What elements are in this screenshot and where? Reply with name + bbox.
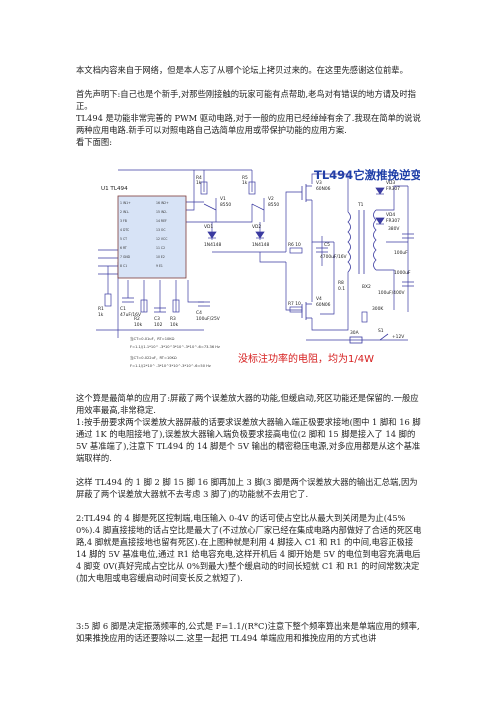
pin-9: 9 E1 [156, 264, 163, 268]
label-380v: 380V [388, 226, 399, 232]
label-fuse: 30A [350, 330, 359, 336]
label-r3: R3 [170, 316, 176, 322]
label-c5-value: 4700uF/16V [320, 254, 347, 260]
label-v2: V2 [268, 196, 274, 202]
formula-line-1: 当CT=0.01uF，RT=10KΩ [130, 336, 175, 341]
label-r8: R8 [338, 280, 344, 286]
point-2-paragraph: 2:TL494 的 4 脚是死区控制端,电压输入 0-4V 的话可使占空比从最大… [76, 513, 422, 583]
label-r6: R6 10 [288, 242, 301, 248]
fuse-switch [349, 333, 389, 344]
label-300k: 300K [372, 306, 383, 312]
mosfet-symbols [301, 184, 312, 320]
chip-label: U1 TL494 [101, 186, 128, 192]
label-c3: C3 [154, 316, 160, 322]
diode-symbols [207, 187, 385, 239]
label-vd3: VD3 [386, 180, 395, 186]
pin-11: 11 C2 [156, 246, 165, 250]
label-r4-value: 1k [196, 180, 202, 186]
pin-16: 16 IN2+ [156, 201, 169, 205]
formula-line-2: F=1.1/(1.1*10^ -3*10^3*10^-3*10^-6=73.36… [130, 345, 220, 349]
label-r1: R1 [98, 306, 104, 312]
label-v4-model: 60N06 [316, 302, 331, 308]
label-c6: 100uF [394, 250, 408, 256]
tl494-schematic: TL494它激推挽逆变 [96, 168, 420, 368]
label-c3-value: 102 [154, 322, 163, 328]
simplest-application-paragraph: 这个算是最简单的应用了:屏蔽了两个误差放大器的功能,但缓启动,死区功能还是保留的… [76, 393, 419, 415]
circuit-figure: TL494它激推挽逆变 [76, 162, 420, 382]
label-v2-model: 8550 [268, 202, 279, 208]
label-r3-value: 10k [170, 322, 179, 328]
label-vd4: VD4 [386, 212, 395, 218]
label-c8: 100uF/400V [378, 290, 405, 296]
label-vd3-model: FR307 [386, 186, 400, 192]
point-1-paragraph: 1:按手册要求两个误差放大器屏蔽的话要求误差放大器输入端正极要求接地(图中 1 … [76, 417, 421, 463]
pin-2: 2 IN1- [120, 210, 129, 214]
label-r2: R2 [134, 316, 140, 322]
pins-paragraph: 这样 TL494 的 1 脚 2 脚 15 脚 16 脚再加上 3 脚(3 脚是… [76, 477, 418, 499]
label-r5-value: 1k [242, 180, 248, 186]
pin-7: 7 GND [120, 255, 131, 259]
tl494-chip: U1 TL494 1 IN1+ 2 IN1- 3 FB 4 DTC 5 CT 6… [101, 186, 187, 279]
pin-15: 15 IN2- [156, 210, 167, 214]
pin-10: 10 E2 [156, 255, 165, 259]
label-r5: R5 [242, 175, 248, 181]
pin-12: 12 VCC [156, 237, 167, 241]
label-c4: C4 [196, 310, 202, 316]
label-v1: V1 [220, 196, 226, 202]
pin-6: 6 RT [120, 246, 127, 250]
label-c1: C1 [120, 306, 126, 312]
label-r1-value: 1k [98, 312, 104, 318]
label-switch: S1 [378, 328, 384, 334]
see-figure-line: 看下面图: [76, 137, 112, 147]
label-bx2: BX2 [362, 284, 371, 290]
pin-13: 13 OC [156, 228, 166, 232]
label-c7: 1000uF [394, 270, 411, 276]
point-3-paragraph: 3:5 脚 6 脚是决定振荡频率的,公式是 F=1.1/(R*C)注意下整个频率… [76, 621, 420, 643]
capacitor-symbols [122, 233, 414, 313]
label-vd2-model: 1N4148 [252, 242, 269, 248]
formula-line-3: 当CT=0.022uF，RT=10KΩ [130, 355, 177, 360]
intro-paragraph: 本文档内容来自于网络，但是本人忘了从哪个论坛上拷贝过来的。在这里先感谢这位前辈。 [76, 65, 408, 75]
label-r2-value: 10k [134, 322, 143, 328]
component-labels: R4 1k R5 1k V1 8550 V2 8550 VD1 1N4148 V… [98, 175, 411, 340]
pin-1: 1 IN1+ [120, 201, 131, 205]
label-r8-value: 0.1 [338, 286, 345, 292]
resistor-symbols [104, 181, 368, 323]
label-c4-value: 100uF/25V [196, 316, 220, 322]
pin-8: 8 C1 [120, 264, 127, 268]
label-c1-value: 47uF/16V [120, 312, 141, 318]
label-t1: T1 [357, 202, 364, 208]
pin-5: 5 CT [120, 237, 127, 241]
disclaimer-paragraph: 首先声明下:自己也是个新手,对那些刚接触的玩家可能有点帮助,老鸟对有错误的地方请… [76, 89, 416, 111]
label-vd1-model: 1N4148 [204, 242, 221, 248]
label-vd2: VD2 [252, 224, 261, 230]
frequency-formulas: 当CT=0.01uF，RT=10KΩ F=1.1/(1.1*10^ -3*10^… [130, 336, 220, 368]
label-c5: C5 [324, 242, 330, 248]
formula-line-4: F=1.1/(2*10^ -3*10^3*10^-3*10^-6=50 Hz [130, 364, 211, 368]
label-r7: R7 10 [288, 301, 301, 307]
label-vd4-model: FR307 [386, 218, 400, 224]
transformer-t1 [347, 209, 377, 274]
label-supply: +12V [392, 334, 404, 340]
label-v3-model: 60N06 [316, 186, 331, 192]
pin-4: 4 DTC [120, 228, 129, 232]
label-v1-model: 8550 [220, 202, 231, 208]
label-v3: V3 [316, 180, 322, 186]
label-vd1: VD1 [204, 224, 213, 230]
tl494-intro-paragraph: TL494 是功能非常完善的 PWM 驱动电路,对于一般的应用已经绰绰有余了.我… [76, 113, 421, 135]
wires [96, 169, 409, 341]
label-v4: V4 [316, 296, 322, 302]
resistor-power-note: 没标注功率的电阻，均为1/4W [238, 352, 374, 365]
pin-3: 3 FB [120, 219, 127, 223]
pin-14: 14 REF [156, 219, 167, 223]
figure-title: TL494它激推挽逆变 [314, 168, 420, 182]
label-r4: R4 [196, 175, 202, 181]
